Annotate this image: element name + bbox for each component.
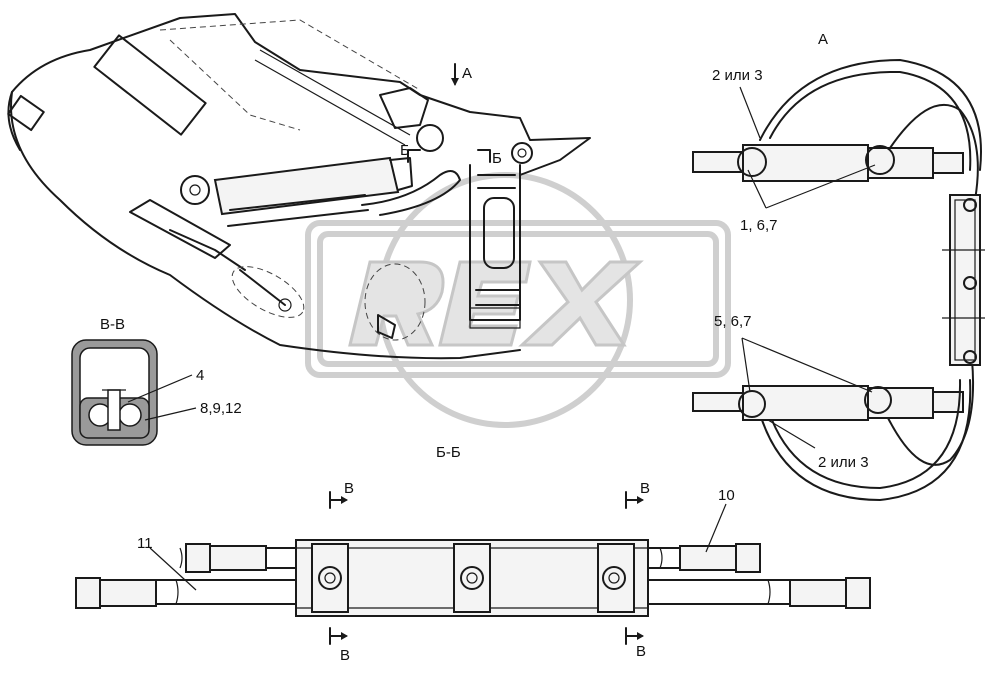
label-8-9-12: 8,9,12 bbox=[200, 400, 242, 417]
cut-b-label-left: Б bbox=[400, 142, 410, 159]
label-11: 11 bbox=[137, 535, 153, 552]
view-a-title: А bbox=[818, 31, 828, 48]
label-5-6-7: 5, 6,7 bbox=[714, 313, 752, 330]
view-a-arrow-label: А bbox=[462, 65, 472, 82]
watermark-logo bbox=[305, 172, 731, 428]
section-vv-title: В-В bbox=[100, 316, 125, 333]
label-4: 4 bbox=[196, 367, 204, 384]
label-1-6-7: 1, 6,7 bbox=[740, 217, 778, 234]
section-bb-title: Б-Б bbox=[436, 444, 461, 461]
hydraulic-cylinder bbox=[180, 156, 413, 227]
view-a-detail bbox=[692, 59, 985, 501]
section-bb-detail bbox=[75, 491, 871, 645]
section-vv-detail bbox=[71, 339, 197, 446]
nameplate bbox=[93, 34, 207, 136]
cut-v-label-top-left: В bbox=[344, 480, 354, 497]
cut-v-label-bottom-right: В bbox=[636, 643, 646, 660]
cut-v-label-top-right: В bbox=[640, 480, 650, 497]
label-2-or-3-bottom: 2 или 3 bbox=[818, 454, 869, 471]
label-2-or-3-top: 2 или 3 bbox=[712, 67, 763, 84]
cut-b-label-right: Б bbox=[492, 150, 502, 167]
boom-assembly-view bbox=[7, 13, 591, 360]
hose-clamp-bracket bbox=[469, 164, 521, 329]
cut-v-label-bottom-left: В bbox=[340, 647, 350, 664]
label-10: 10 bbox=[718, 487, 735, 504]
